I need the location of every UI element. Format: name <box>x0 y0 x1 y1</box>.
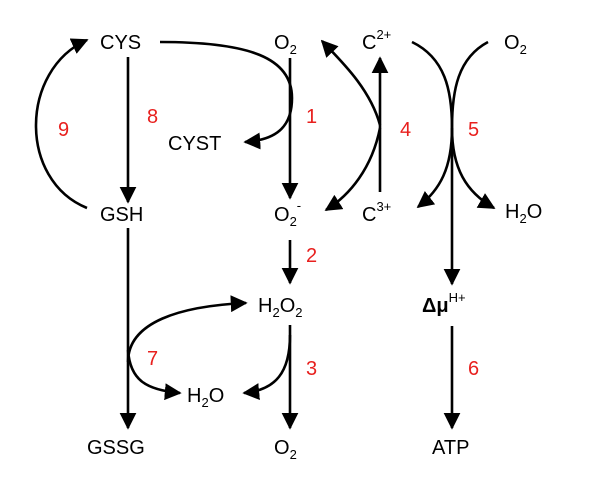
arrow-gsh-to-cys <box>34 38 89 210</box>
node-atp: ATP <box>432 437 469 459</box>
arrow-loop-to-h2o2 <box>126 295 248 363</box>
step-label-9: 9 <box>58 119 69 141</box>
nodes: CYS CYST GSH GSSG O2 O2- H2O2 H2O O2 C2+ <box>87 27 542 462</box>
node-gssg: GSSG <box>87 437 145 459</box>
node-cyst: CYST <box>168 133 221 155</box>
node-c3-plus: C3+ <box>362 199 391 226</box>
node-cys: CYS <box>100 32 141 54</box>
step-labels: 1 2 3 4 5 6 7 8 9 <box>58 106 479 380</box>
arrow-curve-to-superoxide <box>324 127 382 212</box>
step-label-6: 6 <box>468 358 479 380</box>
step-label-2: 2 <box>306 245 317 267</box>
node-h2o-right: H2O <box>505 201 542 226</box>
step-label-7: 7 <box>147 348 158 370</box>
step-label-5: 5 <box>468 119 479 141</box>
step-label-8: 8 <box>147 106 158 128</box>
node-h2o2: H2O2 <box>258 295 302 320</box>
step-label-4: 4 <box>400 119 411 141</box>
arrow-h2o2-to-h2o <box>242 334 292 400</box>
step-label-3: 3 <box>306 358 317 380</box>
node-c2-plus: C2+ <box>362 27 391 54</box>
node-o2-top: O2 <box>274 32 297 57</box>
node-h2o-middle: H2O <box>187 385 224 410</box>
step-label-1: 1 <box>306 106 317 128</box>
node-superoxide: O2- <box>274 198 301 229</box>
arrows <box>34 38 496 430</box>
arrow-curve-to-o2 <box>320 39 382 126</box>
arrow-cys-to-cyst <box>159 40 294 150</box>
arrow-loop-to-h2o <box>126 349 182 401</box>
node-delta-mu: ΔμH+ <box>422 290 466 317</box>
arrow-c2-to-c3 <box>411 40 454 209</box>
node-o2-right: O2 <box>504 32 527 57</box>
node-gsh: GSH <box>100 204 143 226</box>
node-o2-bottom: O2 <box>274 437 297 462</box>
